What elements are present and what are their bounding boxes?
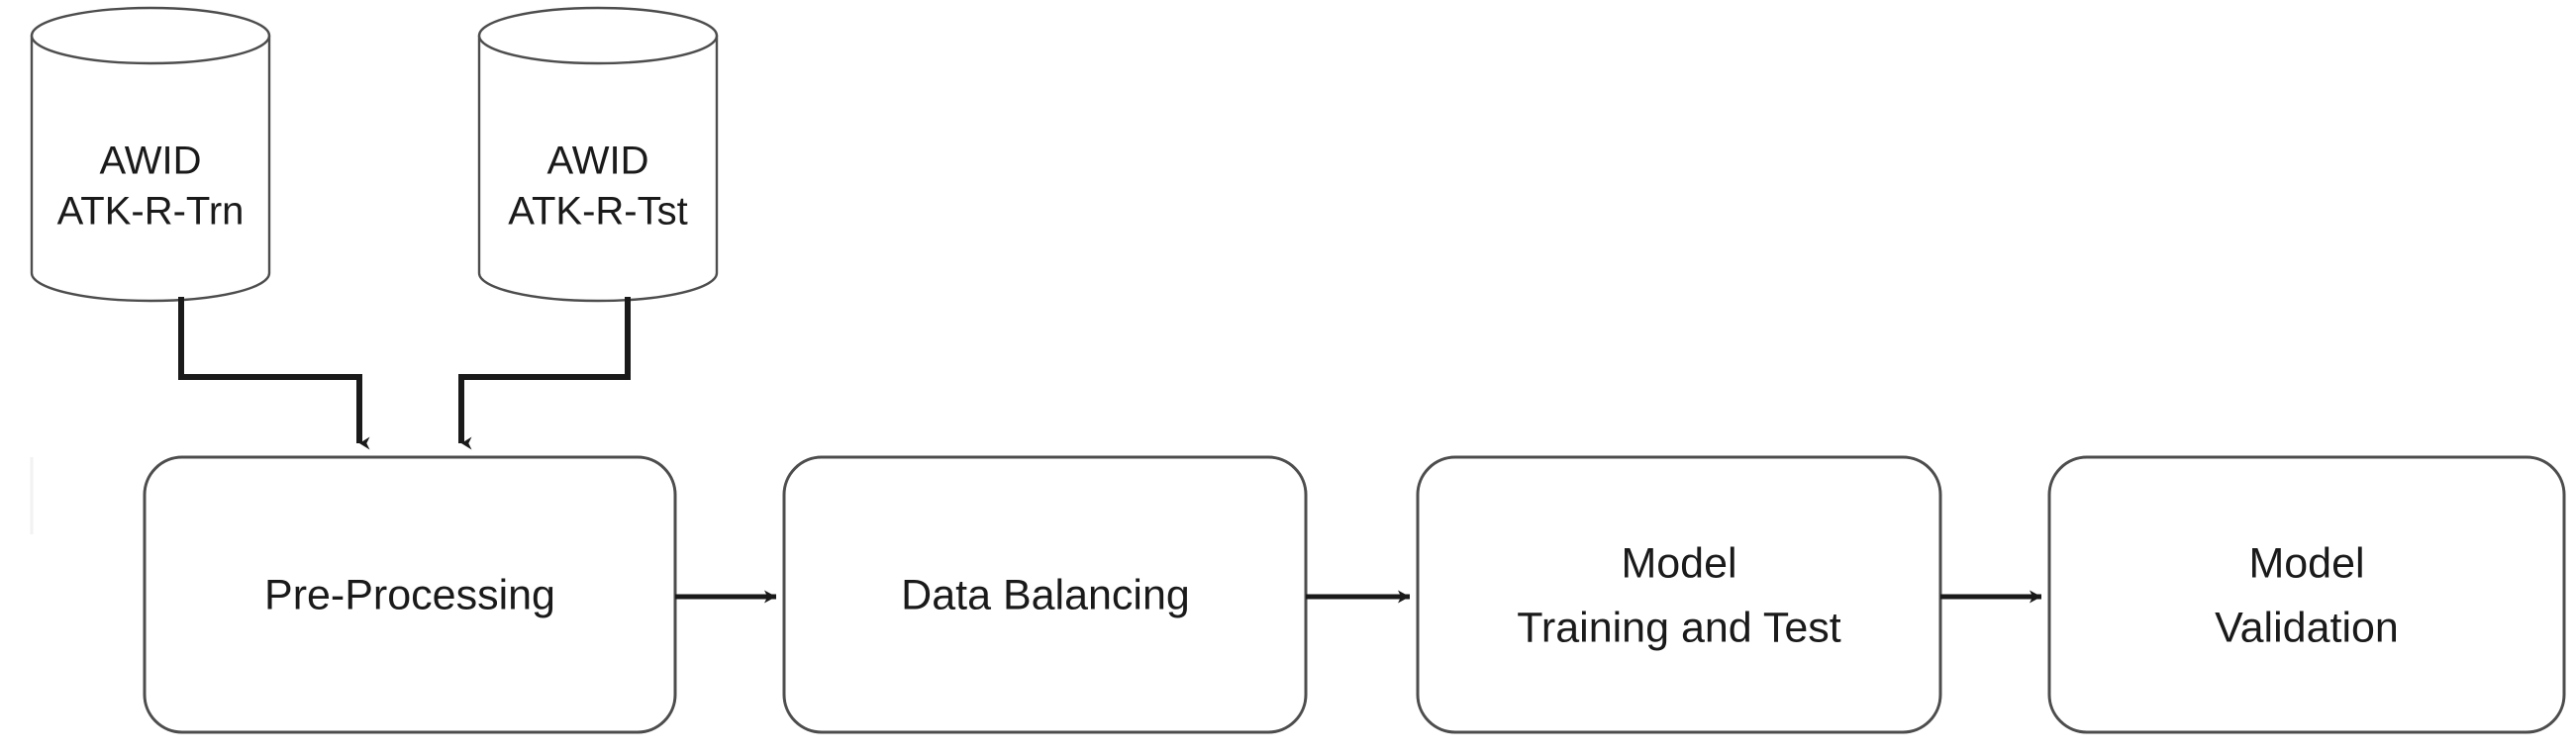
stage-model-training-and-test[interactable]: Model Training and Test — [1416, 455, 1942, 734]
datastore-label-line2: ATK-R-Trn — [57, 190, 245, 234]
cylinder-body-icon — [477, 34, 719, 303]
stage-data-balancing[interactable]: Data Balancing — [782, 455, 1308, 734]
stage-label-line2: Validation — [2215, 604, 2399, 651]
cylinder-body-icon — [30, 34, 271, 303]
datastore-awid-atk-r-tst[interactable]: AWID ATK-R-Tst — [477, 6, 719, 303]
stage-label-line1: Pre-Processing — [264, 571, 555, 618]
stage-box-shape — [2047, 455, 2566, 734]
stage-label-line2: Training and Test — [1517, 604, 1841, 651]
datastore-label-line1: AWID — [100, 140, 202, 183]
stage-pre-processing[interactable]: Pre-Processing — [143, 455, 677, 734]
stage-label-line1: Model — [1621, 539, 1736, 587]
cylinder-top-icon — [30, 6, 271, 65]
datastore-label-line1: AWID — [547, 140, 649, 183]
stage-model-validation[interactable]: Model Validation — [2047, 455, 2566, 734]
cylinder-top-icon — [477, 6, 719, 65]
stage-label-line1: Model — [2248, 539, 2364, 587]
connector-tst-to-preprocessing — [458, 297, 631, 450]
connector-trn-to-preprocessing — [178, 297, 370, 450]
datastore-label-line2: ATK-R-Tst — [508, 190, 687, 234]
stage-label-line1: Data Balancing — [901, 571, 1190, 618]
stage-box-shape — [1416, 455, 1942, 734]
datastore-awid-atk-r-trn[interactable]: AWID ATK-R-Trn — [30, 6, 271, 303]
